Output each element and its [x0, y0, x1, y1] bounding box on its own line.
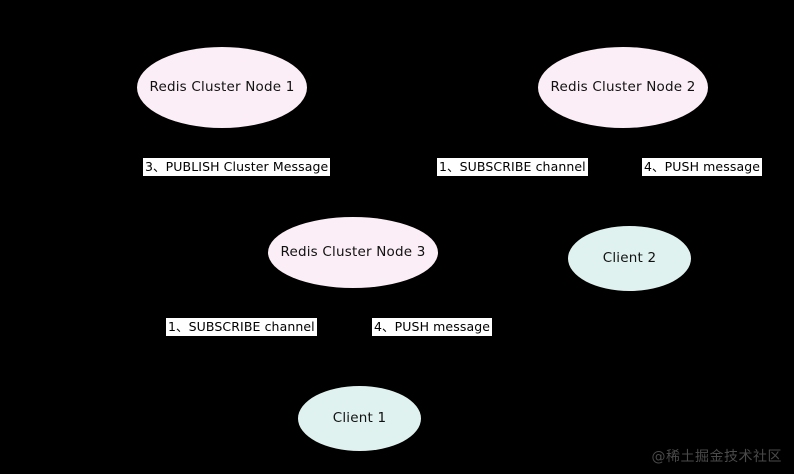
- node-client-2[interactable]: Client 2: [568, 226, 691, 291]
- edge-label-subscribe-channel-bottom: 1、SUBSCRIBE channel: [166, 318, 317, 336]
- node-label: Redis Cluster Node 3: [280, 243, 426, 260]
- edge-label-publish-cluster-message: 3、PUBLISH Cluster Message: [143, 158, 331, 176]
- node-redis-cluster-node-1[interactable]: Redis Cluster Node 1: [137, 47, 307, 128]
- edge-label-push-message-bottom: 4、PUSH message: [372, 318, 493, 336]
- node-label: Client 1: [332, 409, 387, 426]
- edge-label-push-message-top: 4、PUSH message: [642, 158, 763, 176]
- watermark-text: @稀土掘金技术社区: [651, 449, 782, 465]
- node-label: Redis Cluster Node 2: [550, 78, 696, 95]
- node-redis-cluster-node-3[interactable]: Redis Cluster Node 3: [268, 217, 438, 288]
- node-client-1[interactable]: Client 1: [298, 386, 421, 451]
- node-redis-cluster-node-2[interactable]: Redis Cluster Node 2: [538, 47, 708, 128]
- node-label: Client 2: [602, 249, 657, 266]
- edge-label-subscribe-channel-top: 1、SUBSCRIBE channel: [437, 158, 588, 176]
- node-label: Redis Cluster Node 1: [149, 78, 295, 95]
